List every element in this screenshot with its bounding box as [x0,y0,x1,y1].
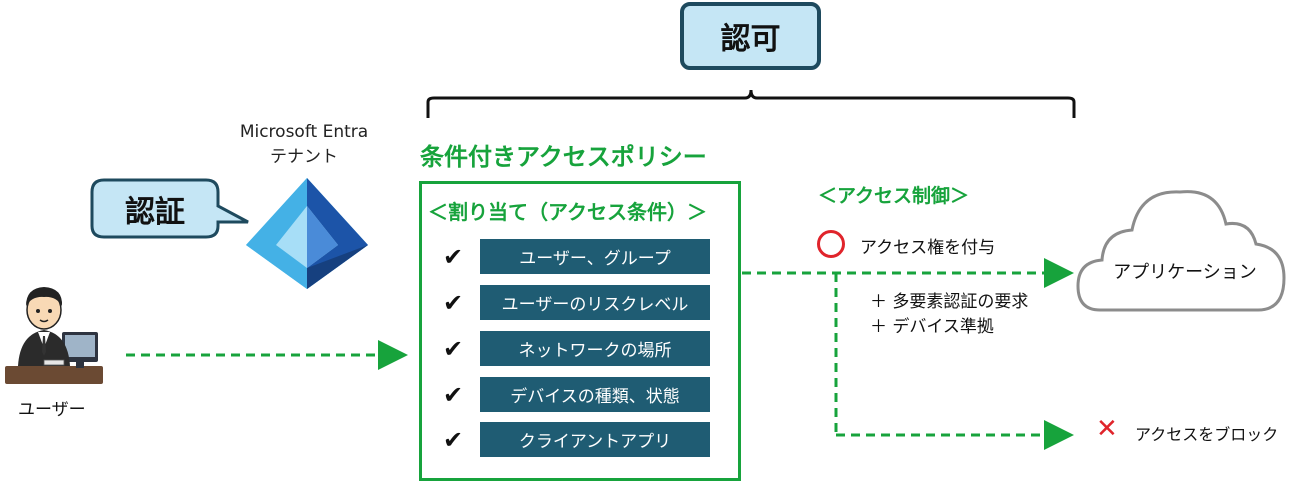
condition-user-risk: ユーザーのリスクレベル [480,285,710,320]
policy-title: 条件付きアクセスポリシー [420,143,707,171]
user-at-computer-icon [5,287,103,384]
block-x-icon: ✕ [1096,414,1118,444]
assignment-header: ＜割り当て（アクセス条件）＞ [428,200,707,224]
check-icon: ✔ [443,335,464,363]
policy-box [419,181,741,481]
check-icon: ✔ [443,243,464,271]
block-access-text: アクセスをブロック [1135,425,1279,444]
condition-network-location: ネットワークの場所 [480,331,710,366]
authorization-bracket [426,89,1076,118]
cloud-icon [1076,190,1286,312]
grant-requirements: ＋ 多要素認証の要求 ＋ デバイス準拠 [870,290,1028,340]
check-icon: ✔ [443,381,464,409]
authorization-label: 認可 [680,2,821,70]
check-icon: ✔ [443,426,464,454]
tenant-label: Microsoft Entra テナント [214,120,394,170]
authentication-label: 認証 [125,195,185,230]
application-label: アプリケーション [1113,262,1257,283]
condition-device-state: デバイスの種類、状態 [480,377,710,412]
condition-users-groups: ユーザー、グループ [480,239,710,274]
tenant-label-line1: Microsoft Entra [239,122,369,142]
authentication-bubble [90,178,249,239]
requirement-mfa: ＋ 多要素認証の要求 [870,292,1029,312]
condition-client-app: クライアントアプリ [480,422,710,457]
access-control-header: ＜アクセス制御＞ [818,185,970,207]
check-icon: ✔ [443,289,464,317]
microsoft-entra-icon [246,178,368,289]
requirement-device-compliance: ＋ デバイス準拠 [870,317,994,337]
tenant-label-line2: テナント [270,147,338,167]
grant-access-text: アクセス権を付与 [860,238,996,258]
grant-circle-icon [817,230,845,258]
user-label: ユーザー [18,400,86,420]
